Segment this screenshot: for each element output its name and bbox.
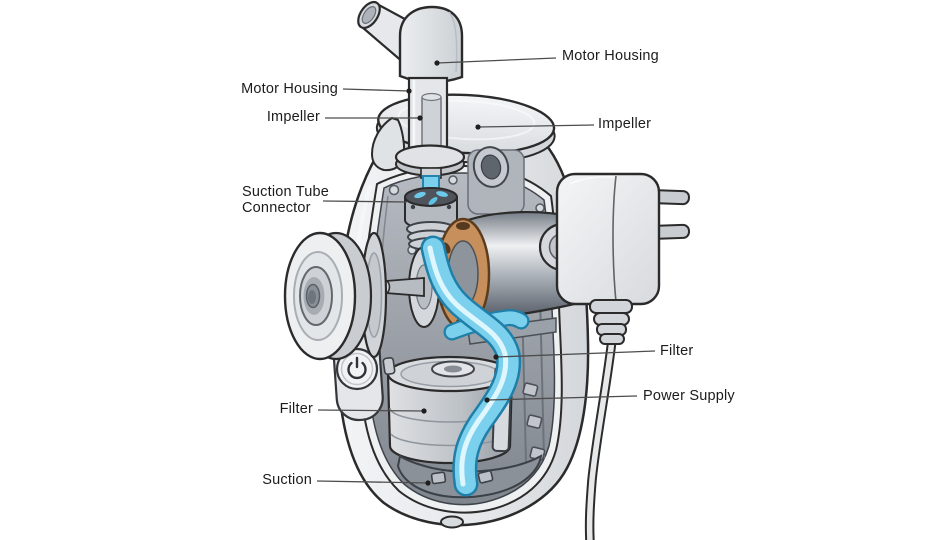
power-cord — [584, 339, 617, 540]
foot-bump — [440, 515, 464, 529]
power-icon — [347, 356, 367, 380]
label-impeller-right: Impeller — [598, 116, 652, 132]
suction-tube — [407, 76, 449, 156]
blue-tubing — [420, 235, 530, 497]
callout-dots — [406, 60, 499, 486]
tube-flange — [394, 144, 466, 179]
label-suction-tube-connector-left: Suction Tube Connector — [242, 184, 330, 216]
label-filter-right: Filter — [660, 343, 694, 359]
label-filter-left: Filter — [279, 401, 313, 417]
power-plug — [555, 172, 691, 345]
label-impeller-left: Impeller — [266, 109, 320, 125]
air-port — [472, 146, 510, 188]
leader-lines — [316, 57, 656, 484]
label-suction-left: Suction — [262, 472, 312, 488]
impeller-disc-large — [283, 231, 373, 361]
label-motor-housing-right: Motor Housing — [562, 48, 659, 64]
motor-shaft — [381, 277, 425, 297]
label-motor-housing-left: Motor Housing — [241, 81, 338, 97]
label-power-supply-right: Power Supply — [643, 388, 735, 404]
plug-prongs — [650, 189, 691, 240]
strain-relief — [589, 299, 633, 345]
nozzle-elbow — [357, 0, 464, 84]
